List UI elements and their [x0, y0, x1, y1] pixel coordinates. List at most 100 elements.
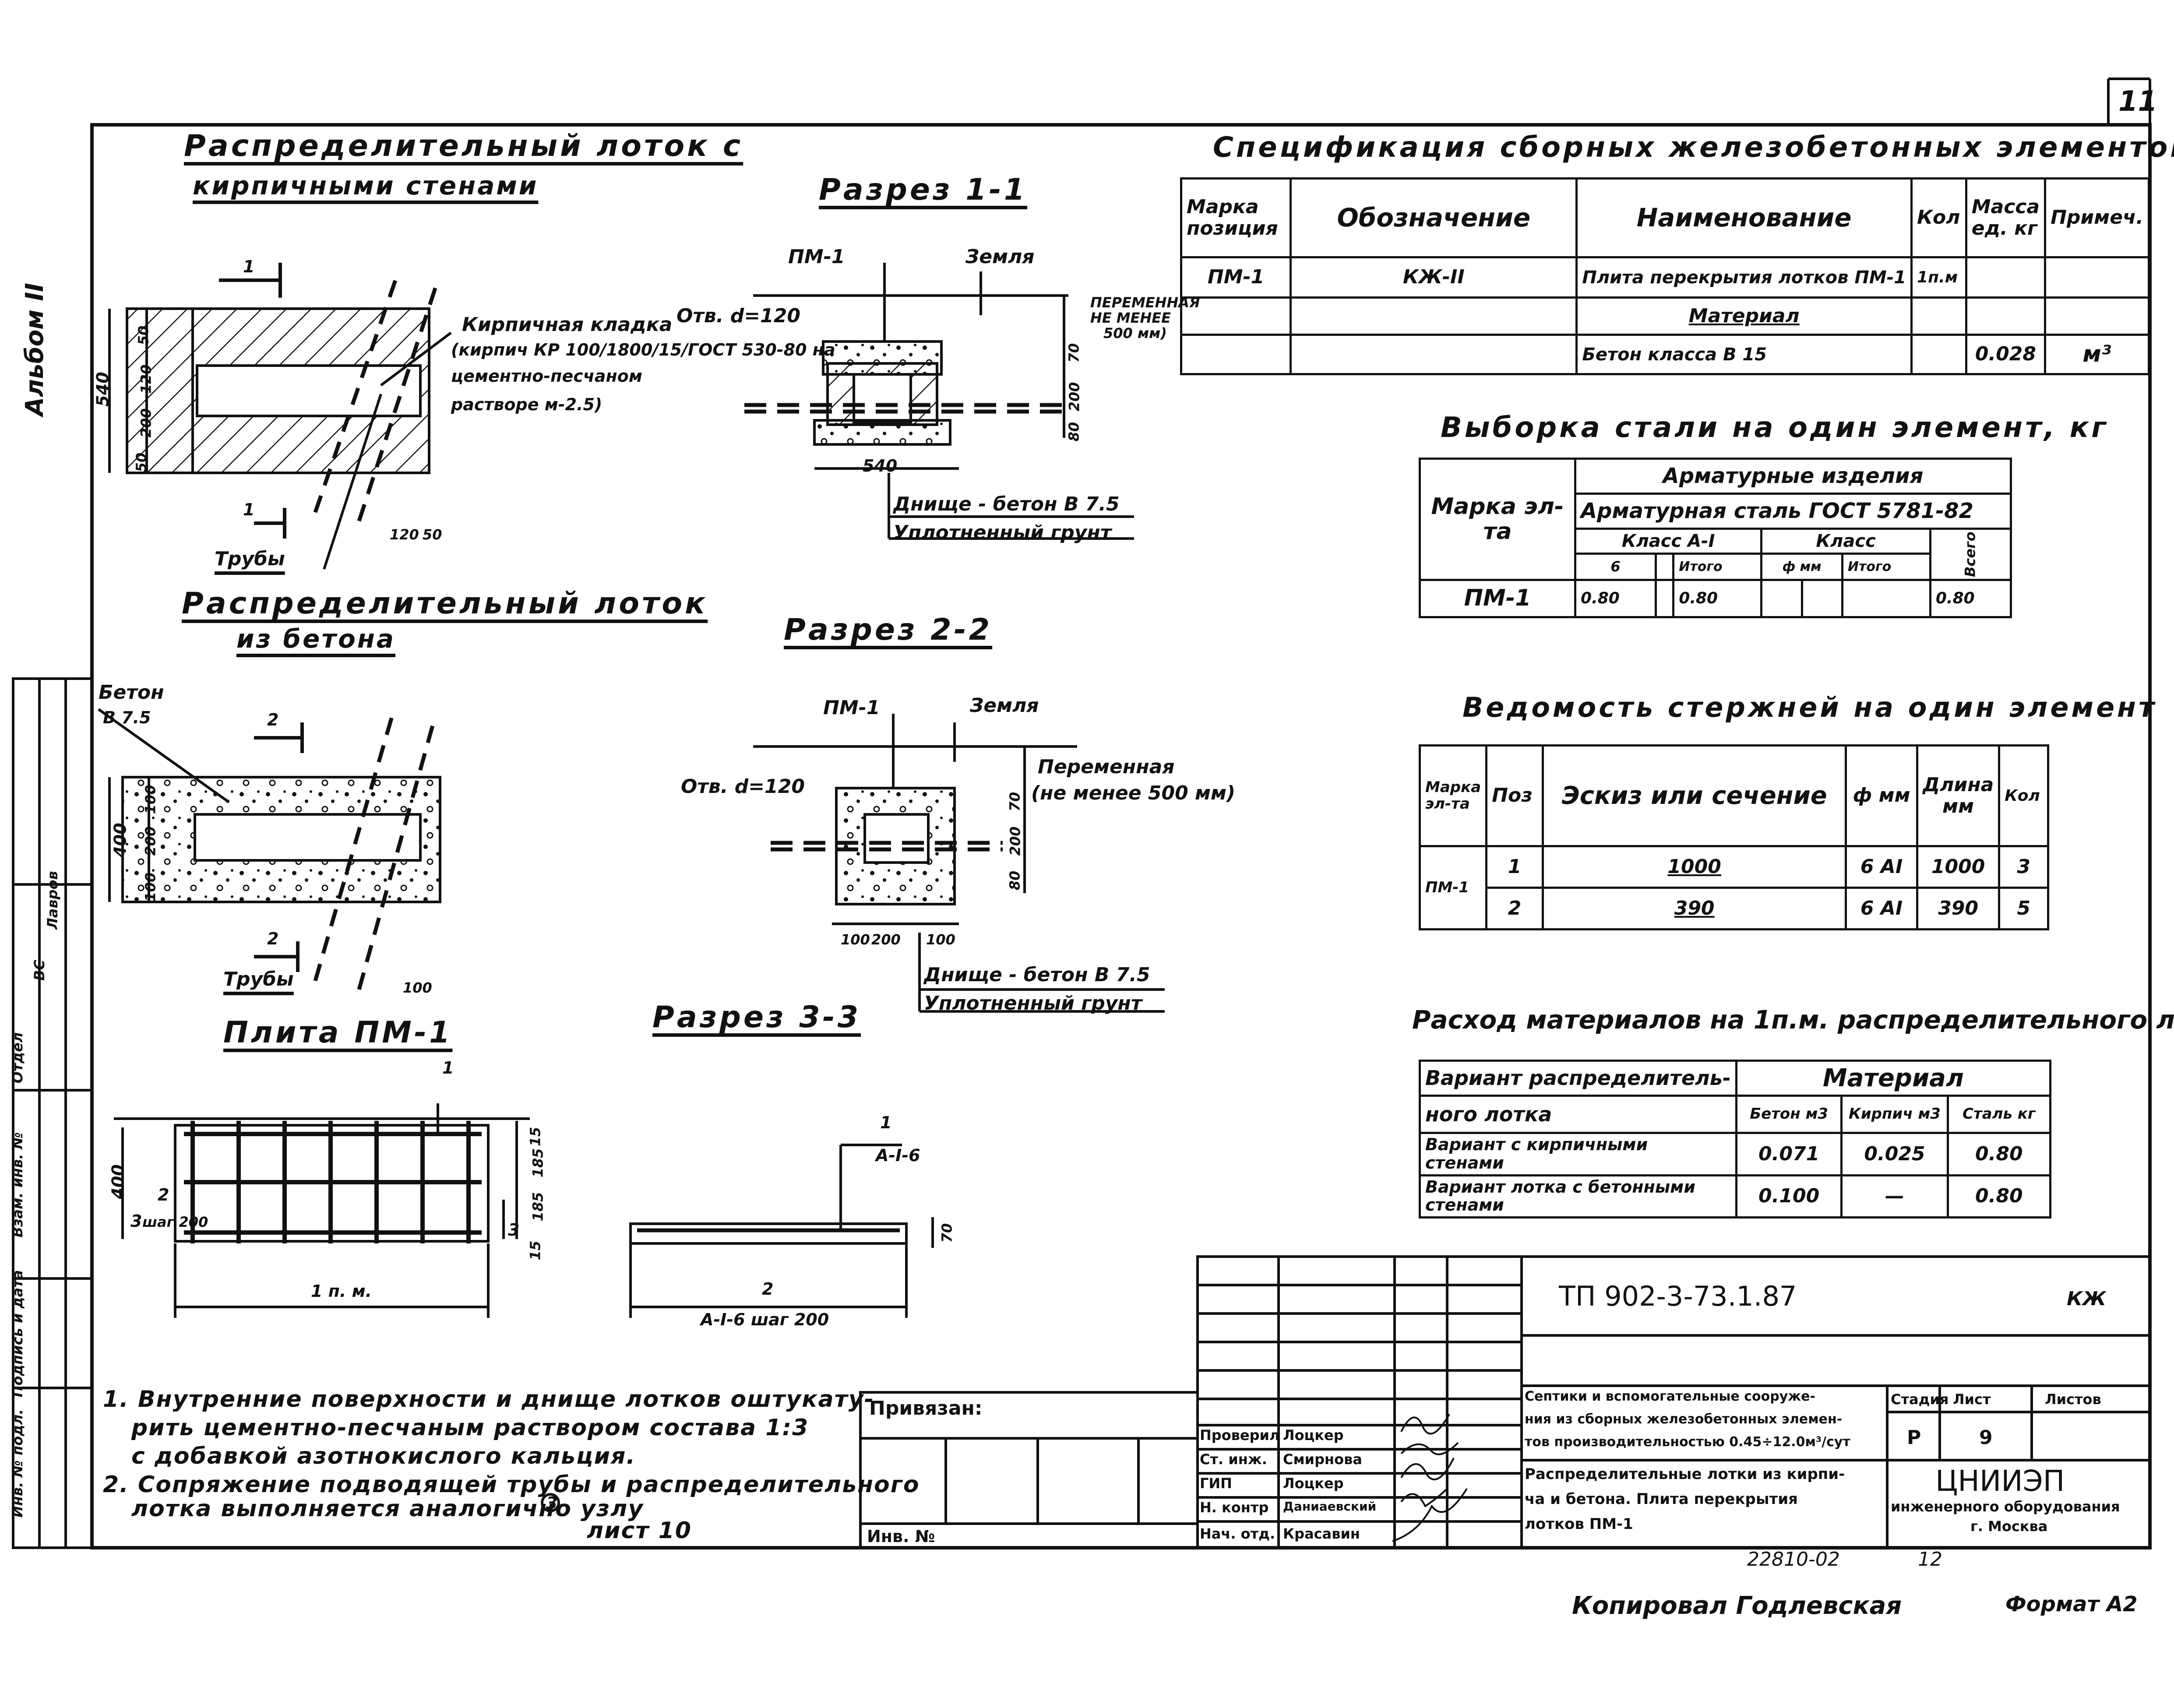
dim-200-concrete: 200	[142, 826, 159, 856]
section-mark-2-top: 2	[267, 710, 279, 729]
slab-mark-3-right: 3	[508, 1220, 520, 1240]
cut-3-title: Разрез 3-3	[652, 1000, 861, 1035]
steel-total-a1: Итого	[1672, 553, 1763, 581]
bars-header-pos: Поз	[1485, 744, 1544, 847]
stamp-project-2: ния из сборных железобетонных элемен-	[1525, 1412, 1843, 1427]
slab-mark-2: 2	[158, 1185, 169, 1204]
slab-step-200: шаг 200	[142, 1214, 208, 1230]
steel-total-other: Итого	[1841, 553, 1931, 581]
bars-r1-pos: 1	[1485, 845, 1544, 889]
bars-mark: ПМ-1	[1418, 845, 1488, 930]
steel-mark-header: Марка эл-та	[1419, 458, 1576, 581]
section-mark-1-bot: 1	[243, 500, 255, 519]
bars-r1-sketch: 1000	[1542, 845, 1847, 889]
bars-r1-phi: 6 АI	[1845, 845, 1918, 889]
vs-label: ВС	[31, 960, 48, 981]
cut3-dim-70: 70	[938, 1223, 955, 1243]
spec-r3-mass: 0.028	[1965, 334, 2047, 375]
spec-header-designation: Обозначение	[1290, 177, 1578, 258]
stamp-stage-header: Стадия	[1891, 1391, 1949, 1408]
stamp-stage: Р	[1907, 1426, 1921, 1449]
cut1-pm1: ПМ-1	[788, 246, 845, 268]
cut2-earth: Земля	[970, 694, 1039, 717]
materials-r1-brick: 0.025	[1840, 1132, 1949, 1176]
spec-r1-qty: 1п.м	[1910, 256, 1967, 299]
materials-r2-brick: —	[1840, 1174, 1949, 1219]
bars-r2-pos: 2	[1485, 887, 1544, 930]
stamp-role-2: Ст. инж.	[1200, 1451, 1267, 1468]
stamp-kzh: КЖ	[2067, 1288, 2106, 1310]
spec-header-note: Примеч.	[2044, 177, 2150, 258]
spec-r2-note	[2044, 296, 2150, 336]
slab-dim-400: 400	[108, 1164, 128, 1199]
spec-r2-name: Материал	[1575, 296, 1913, 336]
steel-gost: Арматурная сталь ГОСТ 5781-82	[1574, 493, 2012, 530]
steel-phi-blank	[1654, 553, 1675, 581]
spec-r3-mark	[1180, 334, 1292, 375]
stamp-project-1: Септики и вспомогательные сооруже-	[1525, 1389, 1815, 1404]
stamp-role-1: Проверил	[1200, 1427, 1280, 1444]
spec-table: Марка позиция Обозначение Наименование К…	[1180, 177, 2150, 375]
sign-date-label: Подпись и дата	[9, 1270, 26, 1398]
cut1-dim-200: 200	[1066, 382, 1083, 412]
bars-header-len: Длина мм	[1916, 744, 2001, 847]
slab-mark-3-left: 3	[130, 1211, 142, 1231]
cut3-mark-2: 2	[762, 1279, 774, 1299]
spec-header-mark: Марка позиция	[1180, 177, 1292, 258]
bars-r2-qty: 5	[1998, 887, 2049, 930]
materials-table: Вариант распределитель- Материал ного ло…	[1419, 1060, 2052, 1219]
bars-title: Ведомость стержней на один элемент	[1462, 691, 2157, 723]
spec-r1-note	[2044, 256, 2150, 299]
bars-header-phi: ф мм	[1845, 744, 1918, 847]
stamp-inv-no: Инв. №	[867, 1527, 935, 1546]
spec-r2-qty	[1910, 296, 1967, 336]
spec-r3-qty	[1910, 334, 1967, 375]
vzam-label: Взам. инв. №	[9, 1132, 26, 1238]
spec-r3-name: Бетон класса В 15	[1575, 334, 1913, 375]
cut3-rebar-step: А-I-6 шаг 200	[701, 1310, 829, 1329]
stamp-name-1: Лоцкер	[1283, 1427, 1344, 1444]
stamp-role-5: Нач. отд.	[1200, 1525, 1276, 1542]
slab-dim-185-a: 185	[529, 1148, 546, 1178]
cut1-variable-3: 500 мм)	[1103, 325, 1167, 342]
cut2-dim-80: 80	[1006, 870, 1023, 891]
stamp-drawing-2: ча и бетона. Плита перекрытия	[1525, 1490, 1798, 1508]
note-1-line-1: 1. Внутренние поверхности и днище лотков…	[103, 1386, 875, 1412]
brick-masonry-spec: (кирпич КР 100/1800/15/ГОСТ 530-80 на	[451, 340, 835, 359]
sheet-number: 11	[2118, 85, 2158, 118]
cut1-variable-2: НЕ МЕНЕЕ	[1090, 310, 1171, 326]
cut1-hole: Отв. d=120	[677, 305, 800, 327]
otdel-label: Отдел	[9, 1032, 26, 1084]
sheet-page-of: 12	[1918, 1548, 1942, 1571]
spec-r3-designation	[1290, 334, 1578, 375]
dim-400: 400	[110, 823, 130, 858]
dim-100-top: 100	[142, 785, 159, 814]
cut2-dim-200-b: 200	[871, 931, 901, 948]
steel-row-blank3	[1801, 579, 1843, 618]
note-1-line-3: с добавкой азотнокислого кальция.	[131, 1443, 636, 1469]
brick-chute-title: Распределительный лоток с	[184, 129, 743, 163]
materials-r2-steel: 0.80	[1946, 1174, 2052, 1219]
stamp-sheet: 9	[1979, 1426, 1993, 1449]
dim-200: 200	[137, 408, 155, 438]
cut1-dim-70: 70	[1065, 343, 1082, 363]
stamp-name-5: Красавин	[1283, 1525, 1360, 1542]
stamp-project-3: тов производительностью 0.45÷12.0м³/сут	[1525, 1434, 1850, 1450]
steel-products: Арматурные изделия	[1574, 458, 2012, 495]
spec-header-qty: Кол	[1910, 177, 1967, 258]
album-label: Альбом II	[21, 282, 49, 416]
stamp-org-3: г. Москва	[1970, 1518, 2048, 1535]
slab-dim-15-bot: 15	[527, 1240, 544, 1261]
stamp-role-4: Н. контр	[1200, 1499, 1269, 1516]
steel-total-all: Всего	[1930, 528, 2011, 580]
dim-120-bot: 120	[390, 526, 419, 543]
slab-dim-15-top: 15	[527, 1127, 544, 1147]
stamp-name-2: Смирнова	[1283, 1451, 1362, 1468]
concrete-label: Бетон	[99, 681, 164, 704]
spec-header-name: Наименование	[1575, 177, 1913, 258]
bars-r2-sketch: 390	[1542, 887, 1847, 930]
dim-50-top: 50	[135, 325, 152, 345]
cut2-dim-100-a: 100	[841, 931, 870, 948]
note-2-line-2: лотка выполняется аналогично узлу	[131, 1496, 644, 1522]
steel-row-blank1	[1654, 579, 1675, 618]
